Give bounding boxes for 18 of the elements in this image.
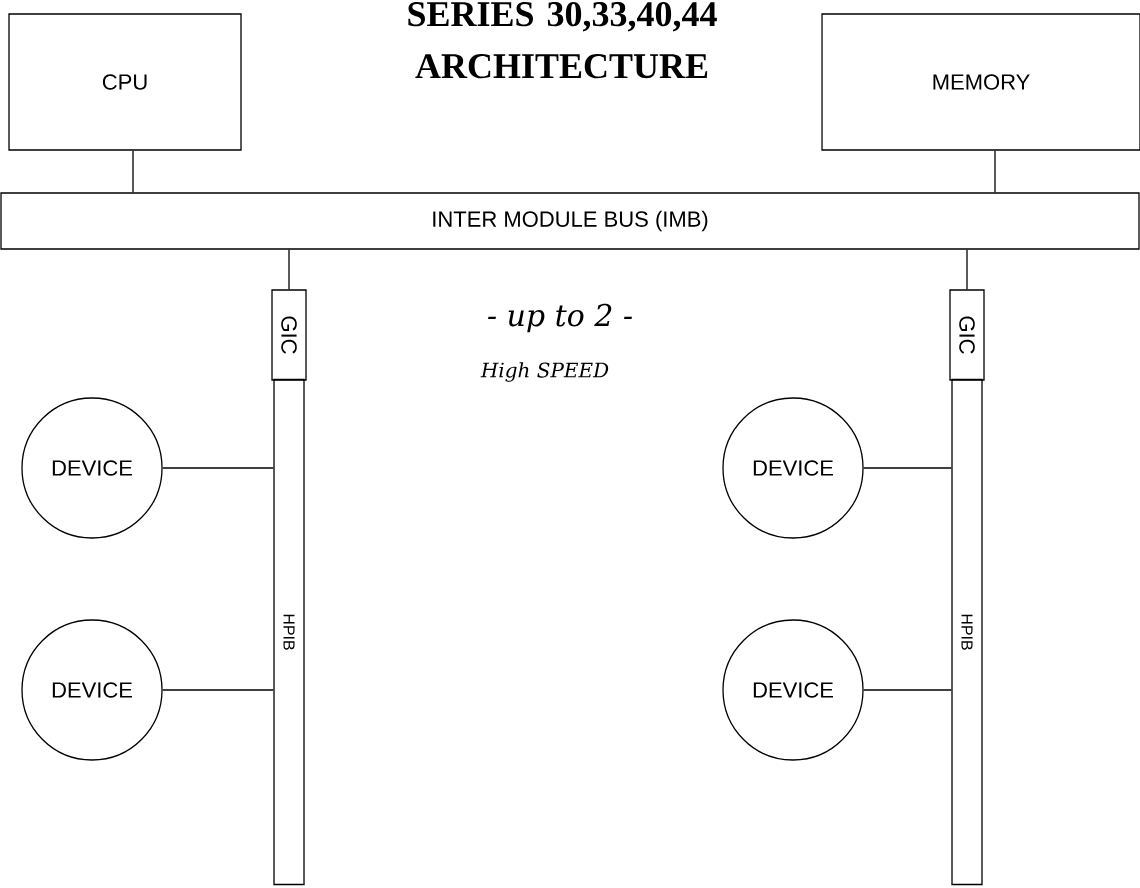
connector-line	[966, 249, 968, 290]
connector-line	[288, 249, 290, 290]
handwritten-note: High SPEED	[480, 362, 609, 382]
handwritten-note: - up to 2 -	[488, 303, 632, 333]
bus-bar: INTER MODULE BUS (IMB)	[0, 192, 1140, 250]
interface-box: GIC	[949, 289, 985, 381]
connector-line	[132, 150, 134, 193]
connector-line	[162, 689, 274, 691]
connector-line	[162, 467, 274, 469]
connector-line	[863, 467, 952, 469]
bus-bar: HPIB	[273, 378, 305, 886]
connector-line	[863, 689, 952, 691]
module-box: MEMORY	[821, 13, 1140, 151]
connector-line	[994, 150, 996, 193]
title: SERIES 30,33,40,44 ARCHITECTURE	[408, 2, 717, 79]
module-box: CPU	[8, 13, 242, 151]
interface-box: GIC	[271, 289, 307, 381]
bus-bar: HPIB	[951, 378, 983, 886]
